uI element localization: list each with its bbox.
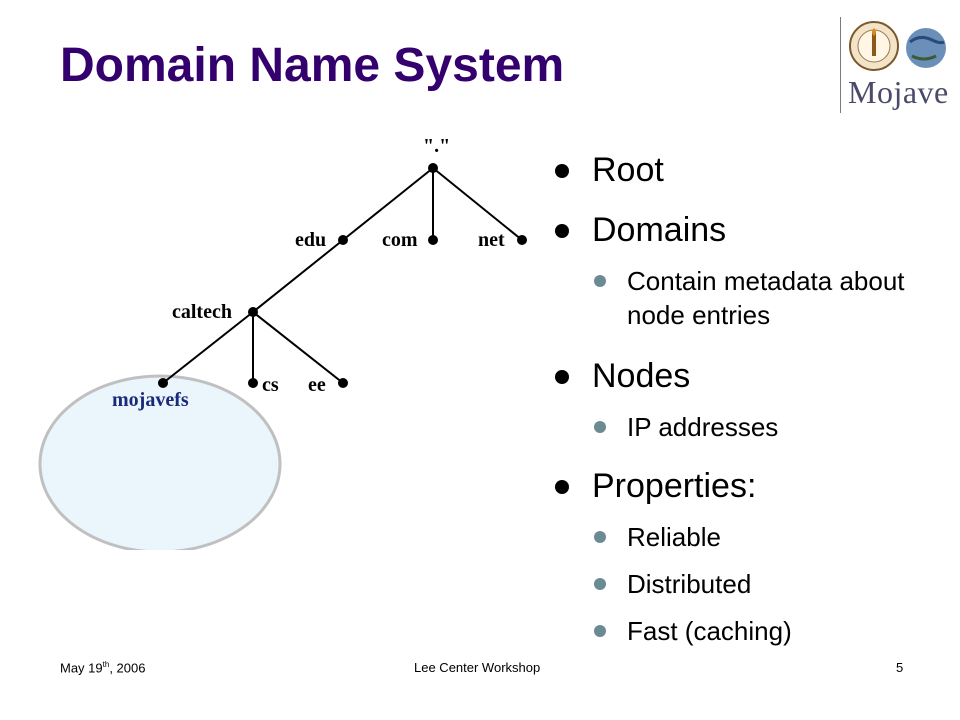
page-number: 5 (896, 660, 904, 675)
ee-node (338, 378, 348, 388)
sub-bullet-metadata: Contain metadata about node entries (555, 264, 927, 332)
bullet-root: Root (555, 150, 955, 190)
sub-bullet-reliable: Reliable (555, 520, 955, 554)
sub-bullet-dot-icon (594, 531, 606, 543)
bullet-list: Root Domains Contain metadata about node… (555, 150, 955, 666)
bullet-domains: Domains (555, 210, 955, 250)
caltech-label: caltech (172, 301, 232, 323)
mojavefs-label: mojavefs (112, 389, 189, 411)
sub-bullet-fast: Fast (caching) (555, 614, 955, 648)
cs-node (248, 378, 258, 388)
net-node (517, 235, 527, 245)
ee-label: ee (308, 374, 326, 396)
dns-tree-diagram: "." edu com net caltech mojavefs cs ee (38, 135, 527, 550)
bullet-dot-icon (555, 224, 569, 238)
edu-label: edu (295, 229, 326, 251)
sub-bullet-dot-icon (594, 421, 606, 433)
bullet-properties: Properties: (555, 466, 955, 506)
net-label: net (478, 229, 505, 251)
com-label: com (382, 229, 418, 251)
logo-divider (840, 17, 841, 113)
bullet-dot-icon (555, 370, 569, 384)
caltech-mojave-logo (849, 21, 946, 71)
cs-label: cs (262, 374, 279, 396)
footer-center: Lee Center Workshop (414, 660, 541, 675)
root-node (428, 163, 438, 173)
bullet-dot-icon (555, 164, 569, 178)
sub-bullet-dot-icon (594, 275, 606, 287)
bullet-nodes: Nodes (555, 356, 955, 396)
caltech-node (248, 307, 258, 317)
mojavefs-zone-ellipse (38, 374, 282, 550)
globe-icon (906, 28, 946, 68)
mojavefs-node (158, 378, 168, 388)
sub-bullet-distributed: Distributed (555, 567, 955, 601)
slide-title: Domain Name System (60, 39, 565, 92)
com-node (428, 235, 438, 245)
footer-date: May 19th, 2006 (60, 660, 146, 676)
root-label: "." (423, 135, 450, 157)
sub-bullet-dot-icon (594, 578, 606, 590)
logo-text: Mojave (848, 74, 949, 110)
sub-bullet-dot-icon (594, 625, 606, 637)
sub-bullet-ip: IP addresses (555, 410, 955, 444)
edu-node (338, 235, 348, 245)
bullet-dot-icon (555, 480, 569, 494)
